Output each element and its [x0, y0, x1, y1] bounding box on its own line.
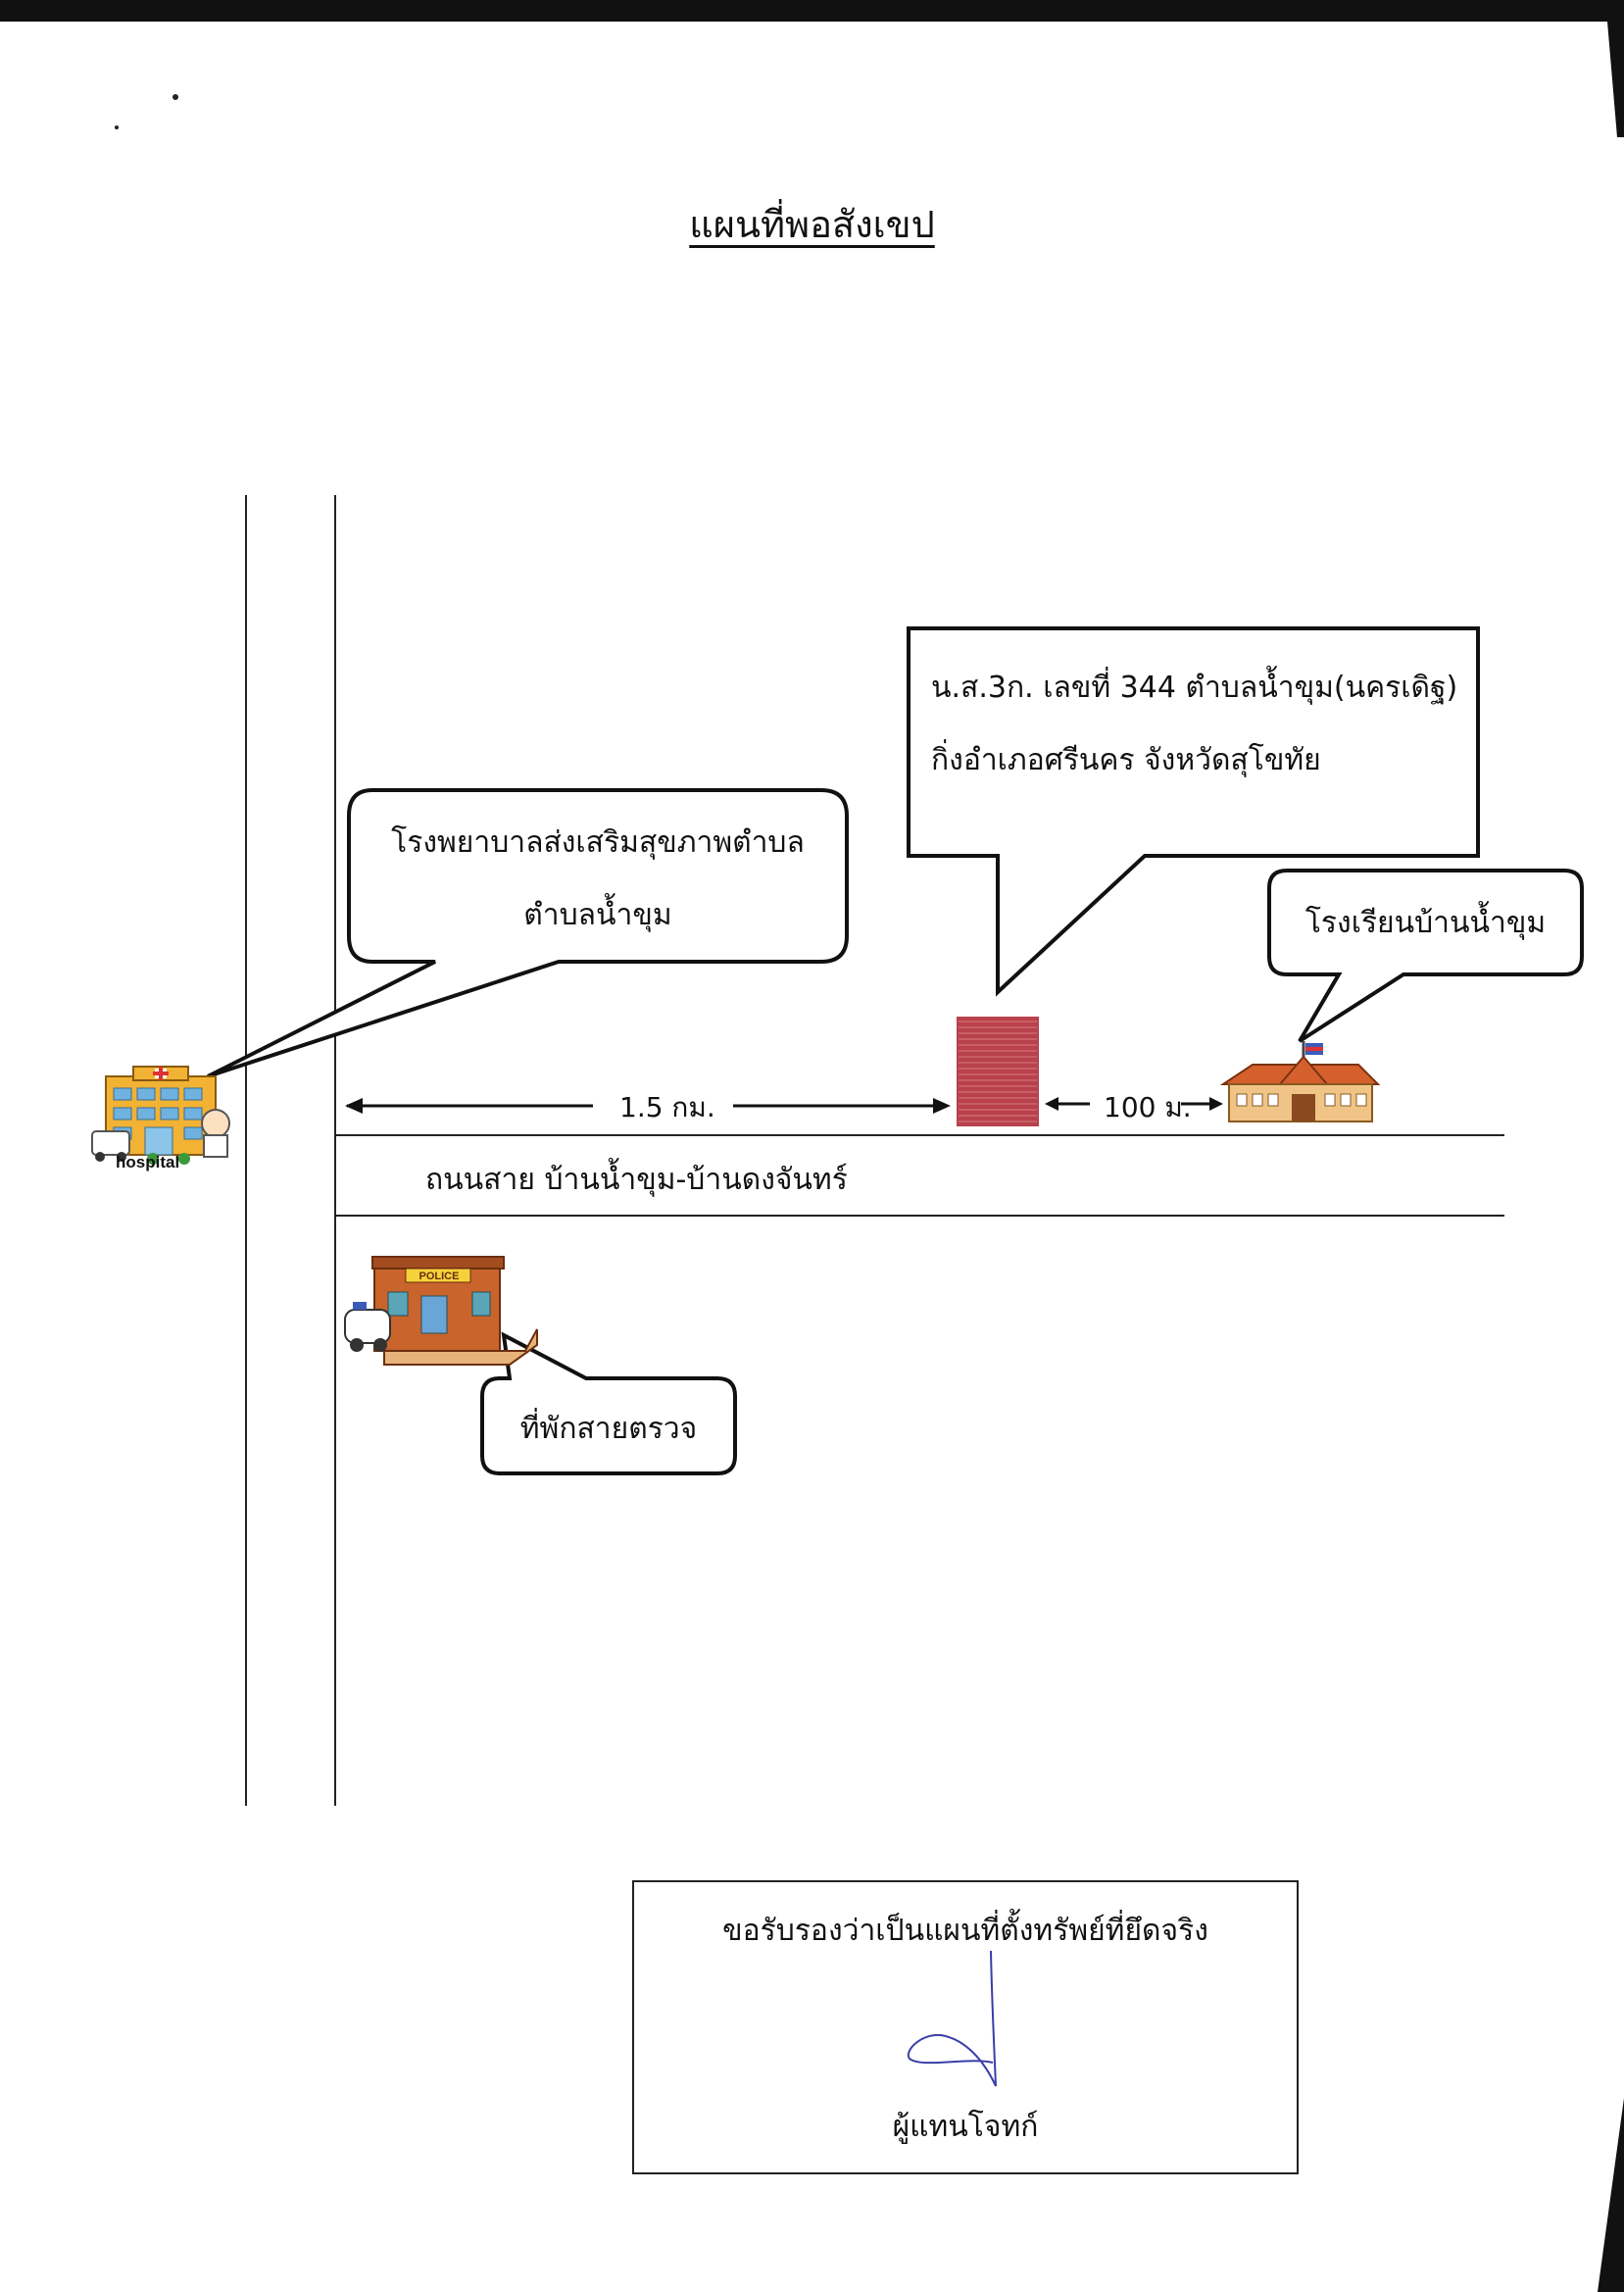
hospital-caption: hospital — [116, 1153, 180, 1171]
hospital-icon — [91, 1066, 230, 1165]
certification-role: ผู้แทนโจทก์ — [892, 2110, 1039, 2144]
scan-border-right — [1607, 22, 1624, 137]
hospital-callout-line-2: ตำบลน้ำขุม — [523, 898, 672, 932]
police-callout-bubble — [480, 1331, 737, 1475]
scan-border-top — [0, 0, 1624, 22]
page-title: แผนที่พอสังเขป — [689, 203, 935, 246]
police-callout-label: ที่พักสายตรวจ — [519, 1412, 698, 1446]
road-name-label: ถนนสาย บ้านน้ำขุม-บ้านดงจันทร์ — [425, 1163, 848, 1197]
scan-dot — [172, 94, 178, 100]
land-callout-bubble — [907, 626, 1480, 997]
land-callout-line-2: กิ่งอำเภอศรีนคร จังหวัดสุโขทัย — [931, 743, 1321, 777]
scan-corner-bottom-right — [1598, 2098, 1624, 2292]
property-parcel — [957, 1017, 1039, 1126]
hospital-callout-line-1: โรงพยาบาลส่งเสริมสุขภาพตำบล — [391, 825, 805, 860]
signature-stroke — [907, 1950, 997, 2087]
land-callout-line-1: น.ส.3ก. เลขที่ 344 ตำบลน้ำขุม(นครเดิฐ) — [931, 671, 1458, 705]
arrowhead-school-left — [1045, 1097, 1058, 1111]
distance-to-school-label: 100 ม. — [1104, 1091, 1192, 1123]
school-callout-bubble — [1267, 869, 1584, 1043]
arrowhead-right — [933, 1098, 951, 1114]
distance-to-hospital-label: 1.5 กม. — [619, 1091, 715, 1123]
hospital-callout-bubble — [207, 788, 849, 1078]
certification-text: ขอรับรองว่าเป็นแผนที่ตั้งทรัพย์ที่ยึดจริ… — [722, 1914, 1208, 1948]
police-station-icon — [344, 1256, 538, 1366]
arrowhead-left — [345, 1098, 363, 1114]
certification-box: ขอรับรองว่าเป็นแผนที่ตั้งทรัพย์ที่ยึดจริ… — [632, 1880, 1299, 2174]
scan-dot — [115, 125, 119, 129]
school-callout-label: โรงเรียนบ้านน้ำขุม — [1304, 906, 1547, 940]
school-icon — [1219, 1041, 1381, 1122]
police-sign-label: POLICE — [418, 1271, 460, 1282]
arrowhead-school-right — [1209, 1097, 1223, 1111]
